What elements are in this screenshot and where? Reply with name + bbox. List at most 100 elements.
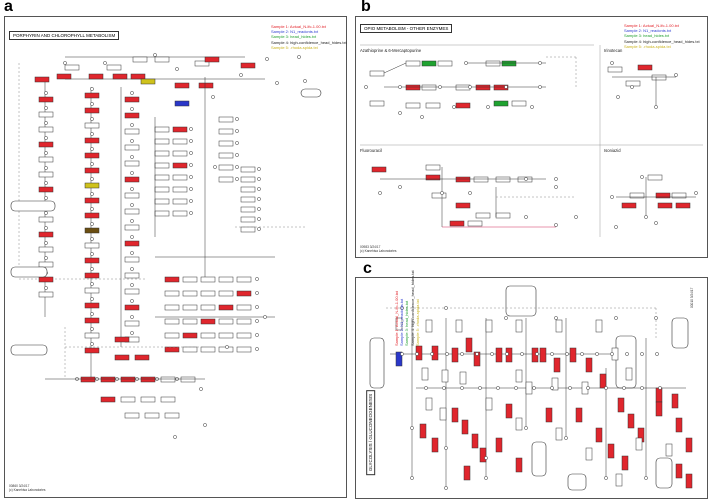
compound-node <box>44 181 48 185</box>
compound-node <box>44 241 48 245</box>
enzyme-box <box>555 319 563 333</box>
enzyme-box <box>485 60 501 67</box>
enzyme-box <box>647 174 663 181</box>
compound-node <box>63 61 67 65</box>
enzyme-box-highlighted <box>545 407 553 423</box>
enzyme-box <box>200 304 216 311</box>
compound-node <box>90 327 94 331</box>
enzyme-box <box>625 80 641 87</box>
compound-node <box>130 187 134 191</box>
enzyme-box <box>164 290 180 297</box>
enzyme-box-highlighted <box>130 73 146 80</box>
enzyme-box <box>200 276 216 283</box>
enzyme-box-highlighted <box>114 336 130 343</box>
enzyme-box-highlighted <box>685 437 693 453</box>
enzyme-box <box>455 84 471 91</box>
enzyme-box <box>459 371 467 385</box>
compound-node <box>173 435 177 439</box>
enzyme-box <box>124 256 140 263</box>
compound-node <box>90 312 94 316</box>
enzyme-box-highlighted <box>451 407 459 423</box>
enzyme-box <box>124 160 140 167</box>
enzyme-box <box>144 412 160 419</box>
compound-node <box>504 316 508 320</box>
enzyme-box <box>405 60 421 67</box>
enzyme-box <box>164 318 180 325</box>
compound-node <box>257 217 261 221</box>
compound-node <box>189 199 193 203</box>
compound-node <box>445 352 449 356</box>
panel-a: PORPHYRIN AND CHLOROPHYLL METABOLISM Sam… <box>4 16 347 498</box>
enzyme-box-highlighted <box>465 337 473 353</box>
panel-c-title: GLYCOLYSIS / GLUCONEOGENESIS <box>366 389 376 476</box>
enzyme-box <box>124 128 140 135</box>
compound-node <box>189 127 193 131</box>
enzyme-box-highlighted <box>451 347 459 363</box>
enzyme-box-highlighted <box>569 347 577 363</box>
enzyme-box-highlighted <box>38 96 54 103</box>
compound-node <box>400 306 404 310</box>
enzyme-box-highlighted <box>120 376 136 383</box>
compound-node <box>442 386 446 390</box>
enzyme-box <box>635 437 643 451</box>
enzyme-box-highlighted <box>495 347 503 363</box>
enzyme-box <box>240 206 256 213</box>
compound-node <box>486 105 490 109</box>
compound-node <box>189 163 193 167</box>
compound-node <box>211 95 215 99</box>
compound-node <box>90 222 94 226</box>
compound-node <box>622 386 626 390</box>
compound-node <box>616 95 620 99</box>
enzyme-box-highlighted <box>84 167 100 174</box>
enzyme-box <box>236 276 252 283</box>
compound-node <box>275 81 279 85</box>
enzyme-box-highlighted <box>172 162 188 169</box>
compound-node <box>44 226 48 230</box>
compound-node <box>44 256 48 260</box>
compound-node <box>130 235 134 239</box>
enzyme-box-highlighted <box>84 257 100 264</box>
enzyme-box <box>671 192 687 199</box>
compound-node <box>674 73 678 77</box>
enzyme-box <box>369 100 385 107</box>
compound-node <box>604 476 608 480</box>
enzyme-box-highlighted <box>84 347 100 354</box>
enzyme-box-highlighted <box>617 397 625 413</box>
compound-node <box>694 191 698 195</box>
enzyme-box <box>425 397 433 411</box>
enzyme-box <box>240 166 256 173</box>
compound-node <box>255 319 259 323</box>
compound-node <box>203 423 207 427</box>
compound-node <box>644 476 648 480</box>
compound-node <box>90 297 94 301</box>
enzyme-box-highlighted <box>455 102 471 109</box>
compound-node <box>554 185 558 189</box>
enzyme-box <box>38 171 54 178</box>
compound-node <box>564 436 568 440</box>
panel-b: OPIO METABOLISM - OTHER ENZYMES Sample 1… <box>355 16 708 258</box>
enzyme-box-highlighted <box>174 100 190 107</box>
enzyme-box-highlighted <box>655 401 663 417</box>
compound-node <box>130 107 134 111</box>
compound-node <box>44 286 48 290</box>
enzyme-box <box>615 473 623 487</box>
compound-node <box>460 352 464 356</box>
compound-node <box>550 386 554 390</box>
enzyme-box <box>585 447 593 461</box>
compound-node <box>90 177 94 181</box>
enzyme-box <box>164 332 180 339</box>
enzyme-box <box>218 332 234 339</box>
compound-node <box>460 386 464 390</box>
enzyme-box-highlighted <box>405 84 421 91</box>
enzyme-box <box>475 212 491 219</box>
map-link-box <box>505 285 537 317</box>
enzyme-box-highlighted <box>114 354 130 361</box>
enzyme-box <box>421 367 429 381</box>
enzyme-box-highlighted <box>56 73 72 80</box>
compound-node <box>90 282 94 286</box>
enzyme-box <box>473 176 489 183</box>
enzyme-box <box>182 318 198 325</box>
panel-c: GLYCOLYSIS / GLUCONEOGENESIS Sample 1: A… <box>355 270 708 499</box>
compound-node <box>610 61 614 65</box>
enzyme-box-highlighted <box>112 73 128 80</box>
